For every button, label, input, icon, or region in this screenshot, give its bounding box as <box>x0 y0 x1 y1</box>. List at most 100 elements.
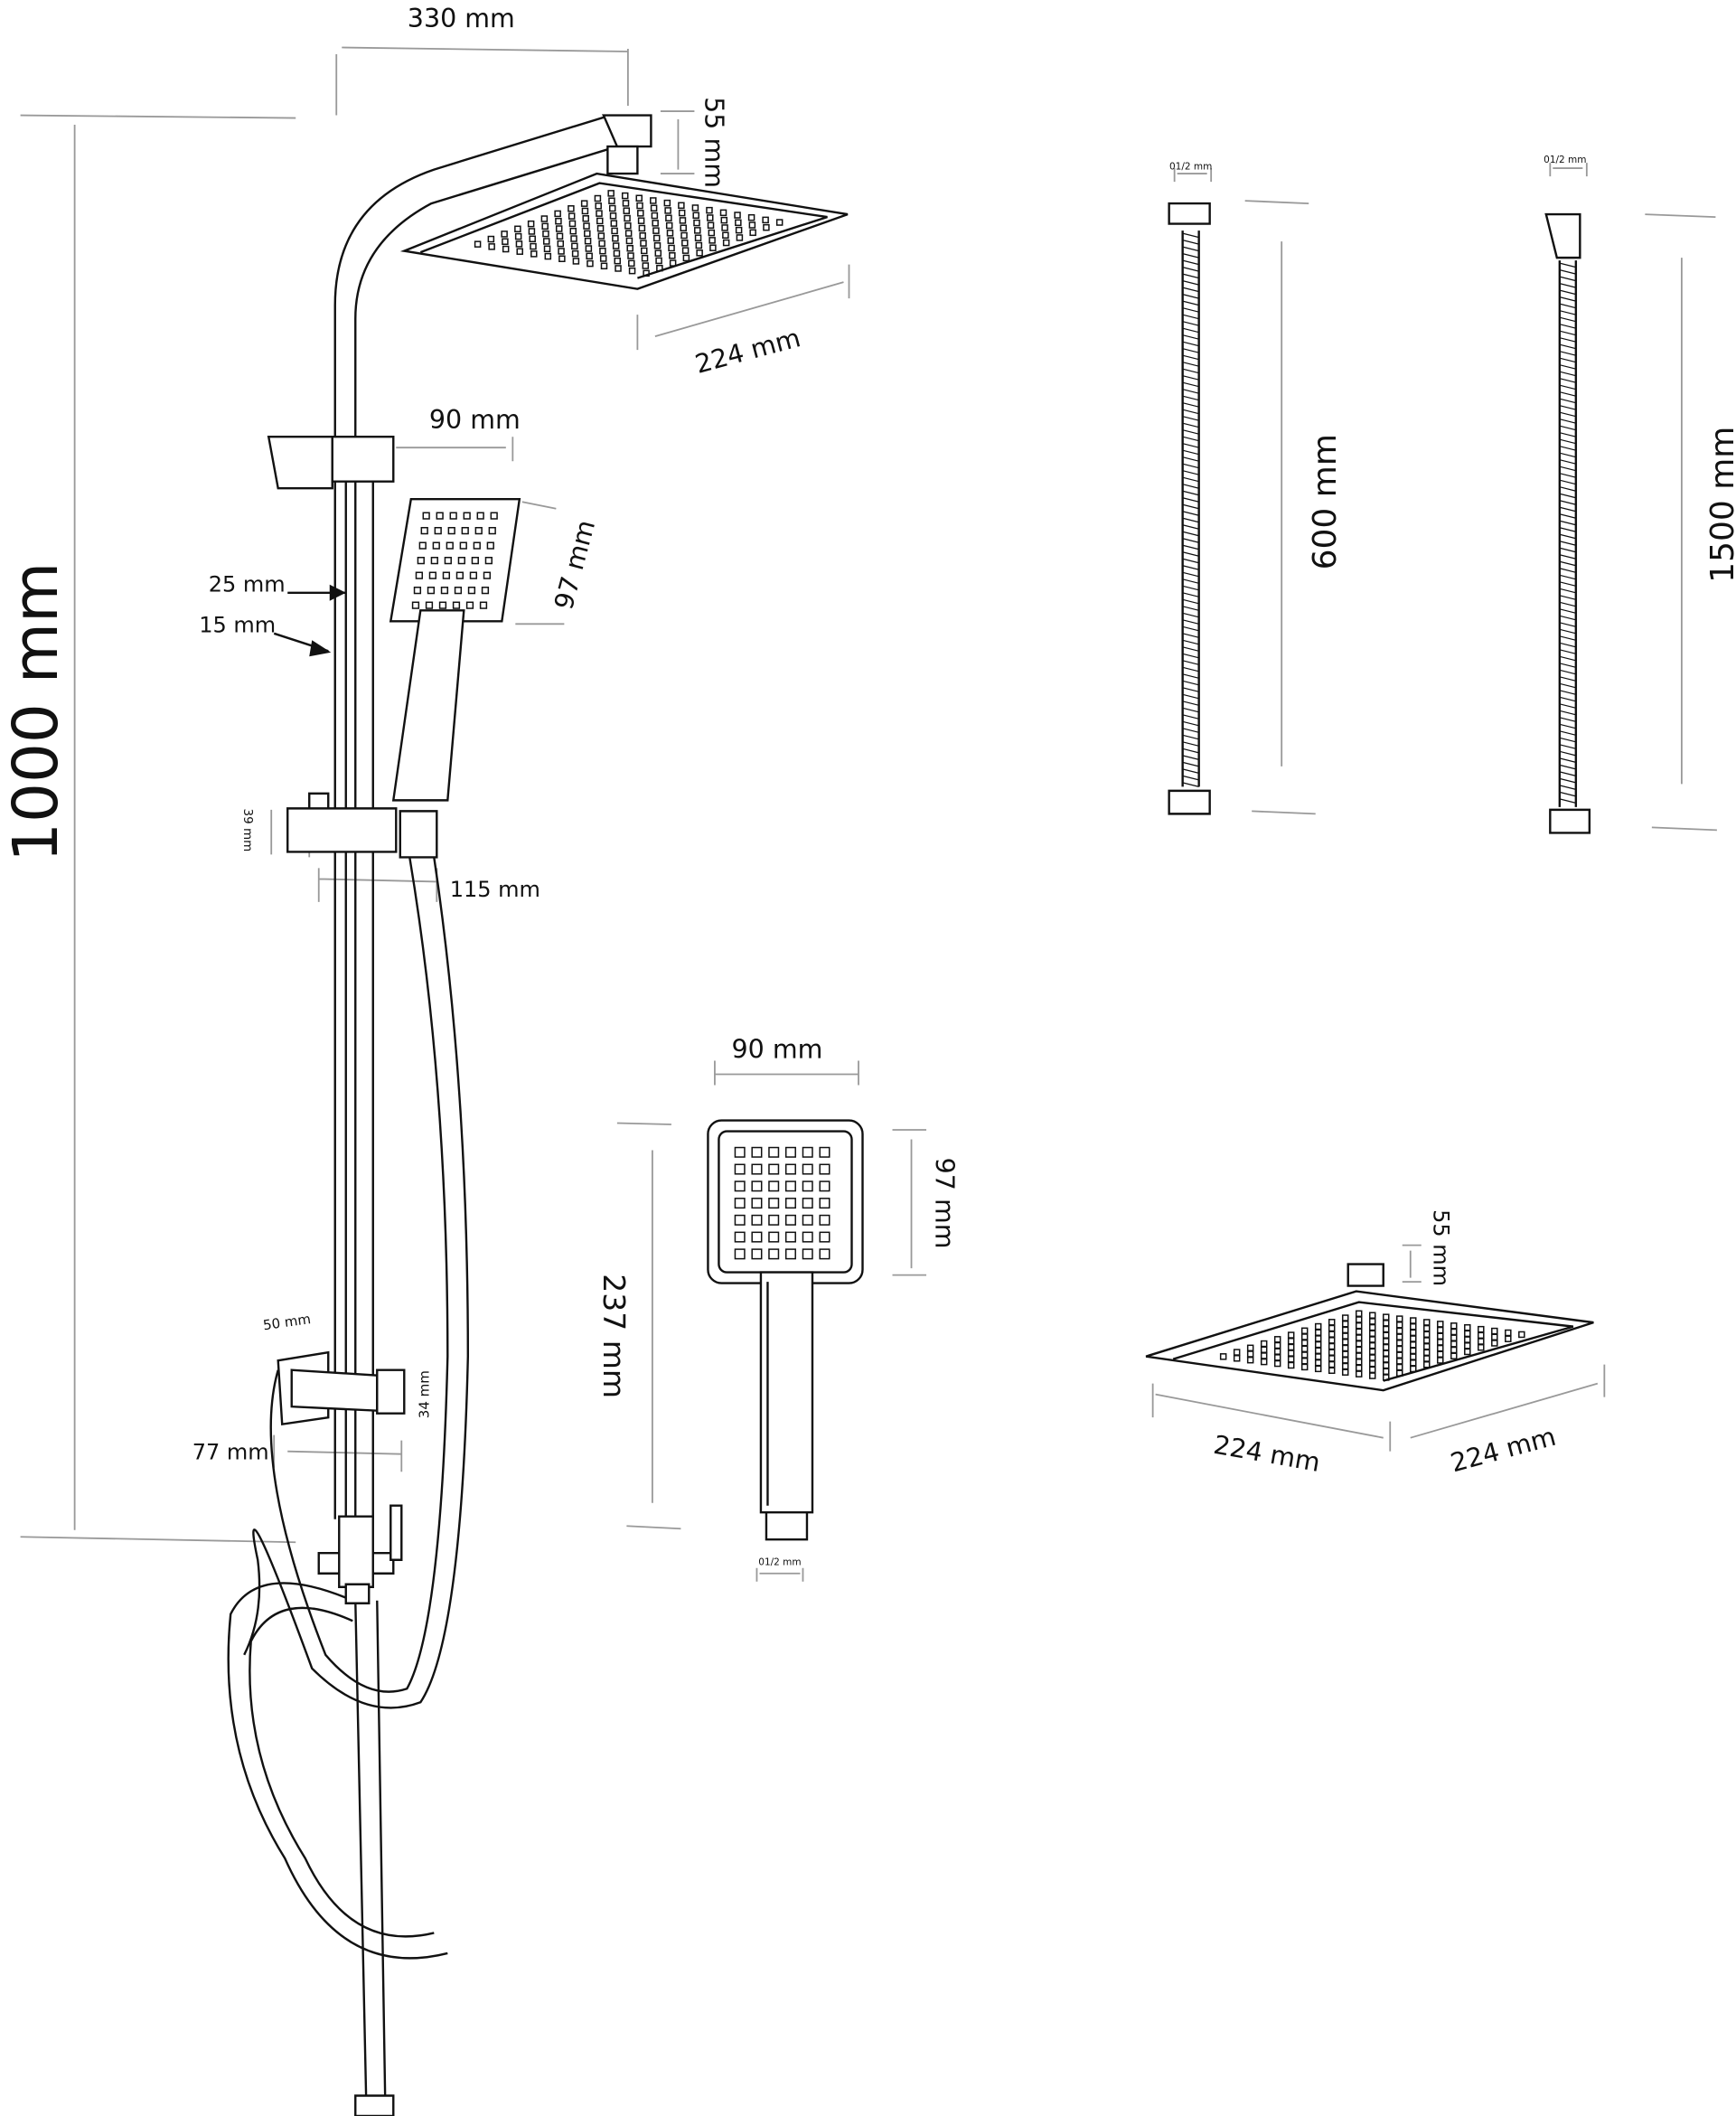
nozzle <box>768 1248 780 1260</box>
nozzle <box>483 571 492 579</box>
label-hose-long-thread: 01/2 mm <box>1544 155 1586 165</box>
nozzle <box>751 1163 763 1175</box>
label-bracket-width: 50 mm <box>262 1311 312 1333</box>
label-hand-head-width: 90 mm <box>429 405 521 435</box>
nozzle <box>527 220 535 228</box>
nozzle <box>1246 1344 1254 1352</box>
nozzle <box>693 219 700 227</box>
label-inner-tube: 15 mm <box>199 612 276 637</box>
nozzle <box>721 224 728 231</box>
nozzle <box>667 237 675 244</box>
label-hose-short: 600 mm <box>1307 434 1344 569</box>
nozzle <box>586 259 594 268</box>
nozzle <box>652 220 659 227</box>
nozzle <box>449 512 457 520</box>
nozzle <box>584 230 591 238</box>
nozzle <box>438 601 447 609</box>
nozzle <box>751 1231 763 1243</box>
nozzle <box>607 190 615 197</box>
nozzle <box>446 541 454 550</box>
nozzle <box>734 212 741 219</box>
nozzle <box>454 587 463 595</box>
nozzle <box>585 245 593 252</box>
nozzle <box>709 244 717 251</box>
nozzle <box>530 250 538 258</box>
nozzle <box>595 202 602 210</box>
nozzle <box>734 1146 746 1158</box>
nozzle <box>432 541 440 550</box>
rain-head-front <box>1145 1263 1594 1392</box>
nozzle <box>680 224 687 231</box>
nozzle <box>784 1248 796 1260</box>
nozzle <box>691 204 699 212</box>
label-arm-connector: 55 mm <box>699 97 728 188</box>
nozzle <box>635 194 643 202</box>
nozzle <box>668 244 675 252</box>
nozzle <box>516 248 523 255</box>
nozzle <box>440 587 449 595</box>
nozzle <box>463 512 471 520</box>
nozzle <box>819 1180 830 1192</box>
nozzle <box>1437 1321 1444 1328</box>
nozzle <box>467 587 476 595</box>
nozzle <box>622 200 630 207</box>
hose <box>243 857 470 1709</box>
slider-holder <box>286 792 438 859</box>
nozzle <box>422 512 430 520</box>
nozzle <box>1395 1315 1403 1322</box>
nozzle <box>479 601 488 609</box>
nozzle <box>1478 1325 1485 1333</box>
nozzle <box>735 226 743 234</box>
nozzle <box>572 258 580 265</box>
nozzle <box>736 234 744 241</box>
label-outer-tube: 25 mm <box>209 571 286 597</box>
nozzle <box>586 252 593 260</box>
nozzle <box>707 221 715 230</box>
nozzle <box>653 242 662 249</box>
nozzle <box>1355 1310 1363 1318</box>
nozzle <box>819 1248 830 1260</box>
nozzle <box>490 512 498 520</box>
nozzle <box>471 557 479 565</box>
nozzle <box>802 1214 813 1226</box>
nozzle <box>768 1214 780 1226</box>
nozzle <box>487 235 495 243</box>
nozzle <box>1382 1313 1390 1321</box>
nozzle <box>819 1163 830 1175</box>
nozzle <box>542 230 549 238</box>
nozzle <box>428 571 436 579</box>
nozzle <box>541 222 549 230</box>
nozzle <box>637 210 644 217</box>
nozzle <box>599 255 607 262</box>
nozzle <box>1423 1319 1431 1326</box>
nozzle <box>734 1198 746 1209</box>
nozzle <box>650 204 658 212</box>
nozzle <box>643 269 650 277</box>
nozzle <box>678 209 686 217</box>
nozzle <box>768 1231 780 1243</box>
nozzle <box>614 257 621 265</box>
nozzle <box>1410 1317 1417 1324</box>
nozzle <box>597 232 605 240</box>
nozzle <box>528 228 536 235</box>
nozzle <box>680 231 688 240</box>
nozzle <box>581 207 589 215</box>
label-hose-long: 1500 mm <box>1704 427 1736 583</box>
nozzle <box>543 245 551 253</box>
nozzle <box>596 210 603 217</box>
nozzle <box>415 571 423 579</box>
label-hand-head-height: 97 mm <box>549 517 601 613</box>
nozzle <box>1450 1322 1458 1330</box>
nozzle <box>556 232 564 240</box>
nozzle <box>652 234 661 242</box>
nozzle <box>486 541 494 550</box>
nozzle <box>1273 1336 1281 1343</box>
nozzle <box>802 1231 813 1243</box>
label-arm-width: 330 mm <box>408 4 515 33</box>
nozzle <box>1518 1331 1525 1339</box>
nozzle <box>542 238 550 245</box>
nozzle <box>819 1231 830 1243</box>
label-hand-front-length: 237 mm <box>596 1274 632 1398</box>
nozzle <box>692 212 699 220</box>
